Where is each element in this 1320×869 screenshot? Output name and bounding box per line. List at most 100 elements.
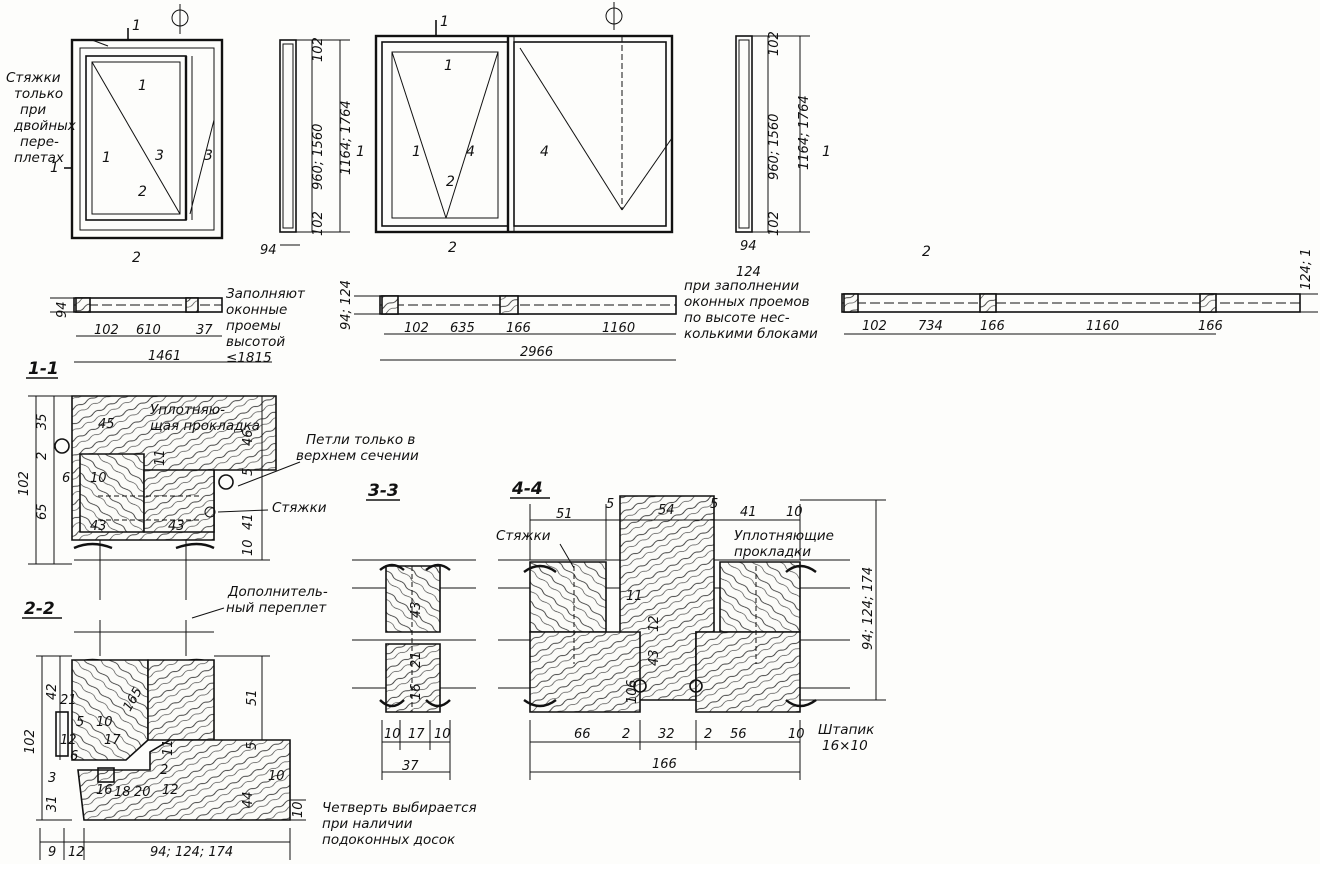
svg-text:9: 9	[48, 845, 56, 860]
svg-text:166: 166	[980, 319, 1005, 334]
svg-text:Петли только в: Петли только в	[306, 432, 415, 448]
note-seals-44: Уплотняющие прокладки	[734, 528, 834, 560]
svg-text:56: 56	[730, 727, 747, 742]
svg-text:10: 10	[788, 727, 805, 742]
svg-text:37: 37	[402, 759, 419, 774]
svg-text:66: 66	[574, 727, 591, 742]
section-label-4-4: 4-4	[511, 479, 543, 499]
svg-text:1160: 1160	[1086, 319, 1119, 334]
svg-text:94: 94	[260, 243, 277, 258]
svg-text:17: 17	[104, 733, 121, 748]
svg-text:10: 10	[384, 727, 401, 742]
svg-text:94; 124: 94; 124	[339, 280, 354, 330]
svg-text:1164; 1764: 1164; 1764	[339, 100, 354, 175]
mark-1-outer: 1	[50, 160, 59, 176]
svg-text:102: 102	[311, 211, 326, 236]
svg-text:ный переплет: ный переплет	[226, 600, 327, 616]
svg-text:102: 102	[767, 31, 782, 56]
plan-strip-1: 94 102 610 37 1461	[50, 297, 272, 364]
mark-2-bottom: 2	[132, 250, 141, 266]
svg-text:18: 18	[114, 785, 131, 800]
svg-text:42: 42	[45, 683, 60, 700]
note-ties-double-sash: Стяжки только при двойных пере- плетах	[6, 70, 77, 166]
elevation-1: 1 1 1 3 3 2 2 1	[50, 4, 224, 266]
svg-text:46: 46	[241, 429, 256, 446]
note-ties-44: Стяжки	[496, 528, 575, 569]
svg-text:10: 10	[434, 727, 451, 742]
svg-text:5: 5	[710, 497, 718, 512]
svg-text:94: 94	[55, 301, 70, 318]
rotation-symbol	[171, 4, 189, 34]
svg-text:35: 35	[35, 413, 50, 430]
svg-text:4: 4	[466, 144, 475, 160]
svg-text:подоконных досок: подоконных досок	[322, 832, 456, 848]
svg-text:2: 2	[35, 452, 50, 460]
section-3-3: 3-3 43 21 16 10 17 10 37	[352, 481, 476, 780]
svg-text:6: 6	[625, 680, 640, 688]
svg-text:166: 166	[652, 757, 677, 772]
svg-text:102: 102	[404, 321, 429, 336]
svg-text:43: 43	[90, 519, 107, 534]
svg-text:оконные: оконные	[226, 302, 287, 318]
svg-text:1: 1	[356, 144, 365, 160]
svg-text:2966: 2966	[520, 345, 553, 360]
svg-text:102: 102	[862, 319, 887, 334]
svg-text:Уплотняю-: Уплотняю-	[150, 402, 225, 418]
svg-text:43: 43	[647, 649, 662, 666]
section-label-3-3: 3-3	[368, 481, 399, 501]
mark-3: 3	[155, 148, 164, 164]
section-mark-1-top: 1	[127, 18, 141, 40]
svg-text:10: 10	[90, 471, 107, 486]
rotation-symbol-2	[605, 2, 623, 30]
svg-text:2: 2	[622, 727, 630, 742]
svg-text:двойных: двойных	[13, 118, 77, 134]
svg-text:51: 51	[556, 507, 573, 522]
note-hinges: Петли только в верхнем сечении	[237, 432, 419, 487]
svg-text:10: 10	[625, 687, 640, 704]
svg-text:102: 102	[94, 323, 119, 338]
svg-text:1: 1	[822, 144, 831, 160]
svg-text:11: 11	[626, 589, 643, 604]
svg-text:10: 10	[291, 801, 306, 818]
mark-1: 1	[132, 18, 141, 34]
svg-text:635: 635	[450, 321, 475, 336]
svg-text:1461: 1461	[148, 349, 181, 364]
svg-text:10: 10	[786, 505, 803, 520]
svg-text:21: 21	[60, 693, 77, 708]
plan-strip-2: 94; 124 102 635 166 1160 2966	[339, 280, 677, 361]
svg-text:по высоте нес-: по высоте нес-	[684, 310, 790, 326]
svg-text:43: 43	[168, 519, 185, 534]
svg-text:5: 5	[76, 715, 84, 730]
svg-text:1164; 1764: 1164; 1764	[797, 95, 812, 170]
svg-text:41: 41	[241, 513, 256, 530]
svg-text:Стяжки: Стяжки	[6, 70, 61, 86]
svg-text:610: 610	[136, 323, 161, 338]
svg-text:2: 2	[704, 727, 712, 742]
svg-text:11: 11	[161, 739, 176, 756]
mark-2-inner: 2	[138, 184, 147, 200]
svg-text:Стяжки: Стяжки	[496, 528, 551, 544]
note-quarter: Четверть выбирается при наличии подоконн…	[322, 800, 477, 848]
svg-text:щая прокладка: щая прокладка	[150, 418, 260, 434]
svg-text:высотой: высотой	[226, 334, 285, 350]
svg-text:5: 5	[241, 468, 256, 476]
section-label-1-1: 1-1	[28, 359, 59, 379]
svg-text:16×10: 16×10	[822, 738, 868, 754]
note-multi-block: при заполнении оконных проемов по высоте…	[684, 278, 818, 342]
svg-text:102: 102	[23, 729, 38, 754]
mark-1-left: 1	[102, 150, 111, 166]
svg-text:5: 5	[606, 497, 614, 512]
svg-text:124: 124	[736, 265, 761, 280]
note-extra-sash: Дополнитель- ный переплет	[191, 584, 328, 619]
svg-text:10: 10	[241, 539, 256, 556]
svg-text:Дополнитель-: Дополнитель-	[227, 584, 328, 600]
elevation-2: 1 1 1 1 4 4 2 2	[356, 2, 674, 256]
svg-text:17: 17	[408, 727, 425, 742]
svg-text:11: 11	[153, 449, 168, 466]
svg-text:12: 12	[647, 615, 662, 632]
svg-text:10: 10	[268, 769, 285, 784]
plan-strip-3: 124; 1 102 734 166 1160 166	[841, 248, 1318, 335]
svg-text:при заполнении: при заполнении	[684, 278, 799, 294]
